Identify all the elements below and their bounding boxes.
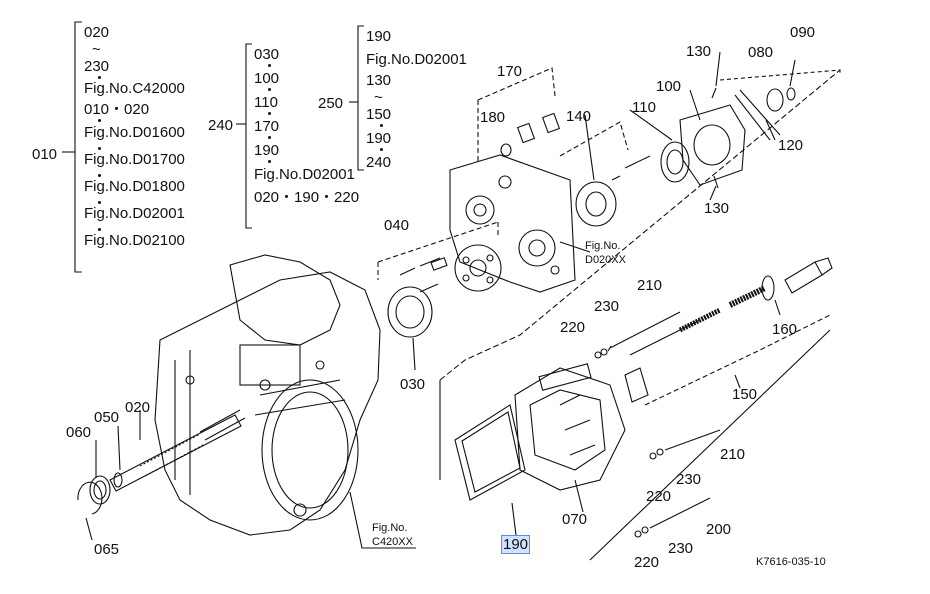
callout-010: 010 <box>32 146 58 163</box>
callout-220[interactable]: 220 <box>634 554 660 571</box>
bracket-250 <box>357 25 364 171</box>
gasket-190 <box>454 404 526 501</box>
diagram-code: K7616-035-10 <box>756 556 826 568</box>
callout-200[interactable]: 200 <box>706 521 732 538</box>
callout-050[interactable]: 050 <box>94 409 120 426</box>
callout-070[interactable]: 070 <box>562 511 588 528</box>
ref-d020-line1: Fig.No. <box>585 240 621 252</box>
bolt-210-lower <box>664 429 721 451</box>
callout-060[interactable]: 060 <box>66 424 92 441</box>
bearing-060 <box>89 475 111 505</box>
valve-body-070 <box>514 363 626 491</box>
cylinder-block-040 <box>377 221 502 293</box>
callout-080[interactable]: 080 <box>748 44 774 61</box>
snap-ring-065 <box>77 481 103 515</box>
callout-160[interactable]: 160 <box>772 321 798 338</box>
cylinder-140 <box>575 181 617 227</box>
legend-250-item: 190 <box>366 130 392 147</box>
legend-240-item: 110 <box>254 94 278 111</box>
legend-250-item: Fig.No.D02001 <box>366 51 467 68</box>
washer-090 <box>786 87 796 101</box>
callout-100[interactable]: 100 <box>656 78 682 95</box>
callout-110[interactable]: 110 <box>632 99 656 116</box>
legend-010: 020 ~ 230 Fig.No.C42000 010・020 Fig.No.D… <box>84 24 185 249</box>
legend-010-item: Fig.No.D01700 <box>84 151 185 168</box>
legend-010-item: Fig.No.D01600 <box>84 124 185 141</box>
callout-240: 240 <box>208 117 234 134</box>
legend-010-item: Fig.No.D02100 <box>84 232 185 249</box>
legend-250-item: 150 <box>366 106 392 123</box>
collar-050 <box>113 472 123 488</box>
legend-240-item: 100 <box>254 70 280 87</box>
legend-010-item: Fig.No.C42000 <box>84 80 185 97</box>
bolt-210-upper <box>609 311 681 349</box>
main-shaft <box>109 409 246 492</box>
legend-240: 030 100 110 170 190 Fig.No.D02001 020・19… <box>254 46 359 206</box>
center-plate <box>449 154 591 293</box>
bearing-030 <box>387 286 433 338</box>
callout-220[interactable]: 220 <box>560 319 586 336</box>
callout-190-selected[interactable]: 190 <box>500 535 531 554</box>
legend-010-item: ~ <box>92 41 101 58</box>
legend-240-item: 170 <box>254 118 280 135</box>
callout-230[interactable]: 230 <box>676 471 702 488</box>
bolt-200 <box>649 497 711 529</box>
seal-180 <box>500 143 512 157</box>
legend-240-item: 190 <box>254 142 280 159</box>
callout-120[interactable]: 120 <box>778 137 804 154</box>
callout-150[interactable]: 150 <box>732 386 758 403</box>
callout-130[interactable]: 130 <box>686 43 712 60</box>
callout-090[interactable]: 090 <box>790 24 816 41</box>
o-ring-160 <box>761 275 775 301</box>
callout-065[interactable]: 065 <box>94 541 120 558</box>
callout-130[interactable]: 130 <box>704 200 730 217</box>
legend-250-item: ~ <box>374 89 383 106</box>
ref-c420-line2: C420XX <box>372 536 413 548</box>
callout-210[interactable]: 210 <box>637 277 663 294</box>
legend-250-item: 240 <box>366 154 392 171</box>
callout-030[interactable]: 030 <box>400 376 426 393</box>
legend-010-item: 230 <box>84 58 110 75</box>
legend-250-item: 190 <box>366 28 392 45</box>
bracket-240 <box>245 43 252 229</box>
callout-210[interactable]: 210 <box>720 446 746 463</box>
ref-d020-line2: D020XX <box>585 254 626 266</box>
legend-010-item: Fig.No.D02001 <box>84 205 185 222</box>
callout-020[interactable]: 020 <box>125 399 151 416</box>
legend-010-item: 020 <box>84 24 110 41</box>
legend-240-item: 030 <box>254 46 280 63</box>
legend-240-item: Fig.No.D02001 <box>254 166 355 183</box>
legend-240-item: 020・190・220 <box>254 189 360 206</box>
swash-housing-100 <box>679 69 841 186</box>
bearing-110 <box>660 141 690 183</box>
ref-c420-line1: Fig.No. <box>372 522 408 534</box>
callout-250: 250 <box>318 95 344 112</box>
transmission-housing <box>154 254 381 536</box>
spool-assembly-150 <box>624 257 833 406</box>
bearing-080 <box>766 88 784 112</box>
callout-040[interactable]: 040 <box>384 217 410 234</box>
callout-220[interactable]: 220 <box>646 488 672 505</box>
callout-170[interactable]: 170 <box>497 63 523 80</box>
piston-170 <box>516 122 536 144</box>
legend-250-item: 130 <box>366 72 392 89</box>
callout-140[interactable]: 140 <box>566 108 592 125</box>
callout-180[interactable]: 180 <box>480 109 506 126</box>
callout-230[interactable]: 230 <box>668 540 694 557</box>
washer-230-upper <box>600 348 608 356</box>
bracket-010 <box>74 21 82 273</box>
legend-010-item: 010・020 <box>84 101 150 118</box>
legend-250: 190 Fig.No.D02001 130 ~ 150 190 240 <box>366 28 467 171</box>
callout-230[interactable]: 230 <box>594 298 620 315</box>
legend-010-item: Fig.No.D01800 <box>84 178 185 195</box>
